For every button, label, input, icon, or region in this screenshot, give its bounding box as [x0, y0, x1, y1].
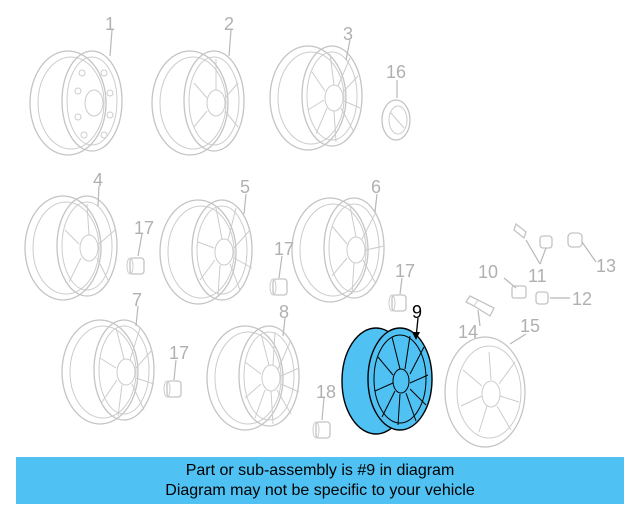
callout-7: 7	[132, 290, 142, 310]
wheel-5-drawing[interactable]	[159, 199, 253, 305]
lug-cap-17-c-drawing[interactable]	[388, 294, 407, 312]
callout-10: 10	[478, 262, 498, 282]
wheel-8-drawing[interactable]	[206, 325, 300, 431]
wheel-3-drawing[interactable]	[269, 45, 363, 151]
valve-cap-13-drawing[interactable]	[567, 232, 583, 248]
callout-17-b: 17	[274, 239, 294, 259]
valve-stem-14-drawing[interactable]	[465, 295, 495, 317]
banner-line-disclaimer: Diagram may not be specific to your vehi…	[165, 481, 475, 499]
valve-parts-11-drawing[interactable]	[513, 222, 553, 249]
wheel-1-drawing[interactable]	[29, 50, 123, 156]
lug-cap-17-a-drawing[interactable]	[126, 257, 145, 275]
callout-9: 9	[412, 302, 422, 322]
wheel-cover-15-drawing[interactable]	[444, 336, 526, 448]
wheel-7-drawing[interactable]	[61, 319, 155, 425]
wheel-2-drawing[interactable]	[151, 50, 245, 156]
callout-17-a: 17	[134, 218, 154, 238]
callout-14: 14	[458, 322, 478, 342]
lug-nut-18-drawing[interactable]	[312, 421, 331, 439]
lug-cap-17-b-drawing[interactable]	[269, 278, 288, 296]
callout-4: 4	[93, 170, 103, 190]
callout-18: 18	[316, 382, 336, 402]
callout-5: 5	[240, 177, 250, 197]
callout-8: 8	[279, 302, 289, 322]
callout-16: 16	[386, 62, 406, 82]
wheel-9-highlighted[interactable]	[341, 327, 433, 435]
lug-cap-17-d-drawing[interactable]	[163, 380, 182, 398]
callout-1: 1	[105, 14, 115, 34]
info-banner: Part or sub-assembly is #9 in diagram Di…	[16, 457, 624, 504]
wheel-4-drawing[interactable]	[24, 195, 118, 301]
callout-17-c: 17	[395, 261, 415, 281]
banner-line-part-number: Part or sub-assembly is #9 in diagram	[185, 461, 455, 479]
callout-15: 15	[520, 316, 540, 336]
wheel-6-drawing[interactable]	[291, 197, 385, 303]
callout-11: 11	[528, 266, 547, 286]
callout-2: 2	[224, 14, 234, 34]
callout-13: 13	[596, 256, 616, 276]
valve-nut-10-drawing[interactable]	[511, 285, 527, 299]
callout-12: 12	[572, 289, 592, 309]
callout-6: 6	[371, 177, 381, 197]
callout-17-d: 17	[169, 343, 189, 363]
callout-3: 3	[343, 24, 353, 44]
parts-diagram: 1 2 3 16 4 5 6 17 17 17 7 8 17 18 9 10 1…	[24, 14, 616, 448]
valve-cap-12-drawing[interactable]	[535, 291, 549, 305]
center-cap-16-drawing[interactable]	[381, 99, 411, 141]
